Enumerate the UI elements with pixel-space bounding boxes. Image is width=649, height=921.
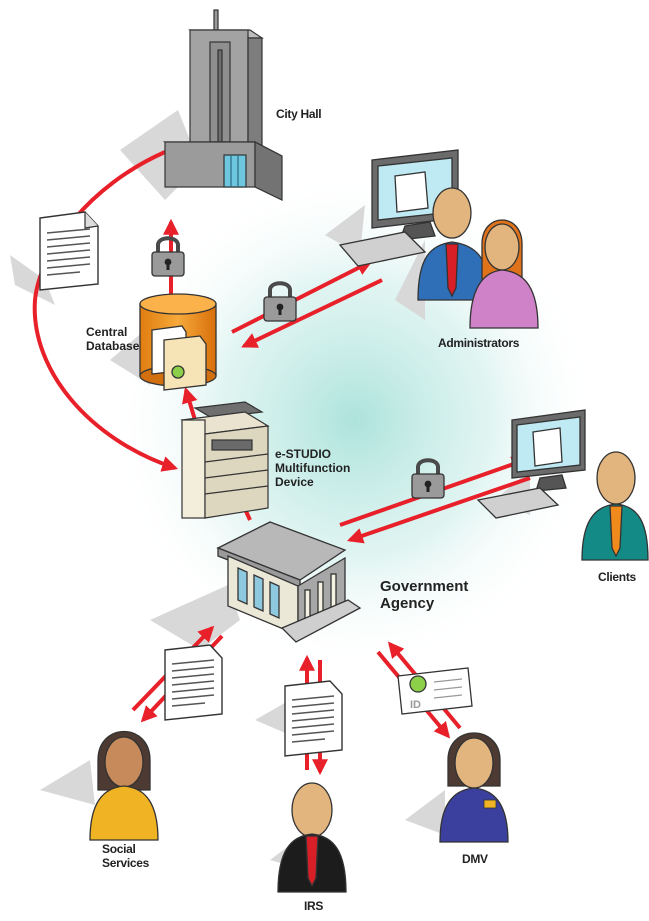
irs-person	[277, 782, 347, 893]
city-hall-building	[162, 9, 283, 201]
administrator-person	[417, 187, 491, 301]
arrow-db-to-admin	[231, 260, 373, 334]
lock-icon	[263, 281, 297, 322]
dmv-label: DMV	[462, 852, 488, 866]
social-services-label: Social Services	[102, 842, 149, 871]
city-hall-label: City Hall	[276, 107, 322, 121]
administrators-label: Administrators	[438, 336, 520, 350]
document-icon	[284, 680, 343, 757]
government-agency-label-line1: Government	[380, 578, 469, 595]
government-agency-label-line2: Agency	[380, 595, 435, 613]
id-card-label: ID	[410, 699, 421, 711]
mfd-label-line2: Multifunction	[275, 460, 351, 475]
clients-label: Clients	[598, 570, 636, 584]
arrow-cityhall-to-mfd	[32, 150, 179, 472]
government-agency-label: Government Agency	[380, 578, 468, 613]
arrow-mfd-to-db	[182, 386, 198, 421]
mfd-label-line1: e-STUDIO	[275, 447, 332, 461]
client-workstation	[476, 409, 586, 519]
dmv-person	[439, 732, 509, 843]
id-card: ID	[397, 667, 473, 715]
lock-icon	[151, 236, 185, 277]
government-agency-building	[216, 521, 362, 643]
administrator-person	[469, 219, 539, 329]
social-services-label-line1: Social	[102, 842, 136, 856]
irs-label: IRS	[304, 899, 324, 913]
document-icon	[39, 211, 99, 291]
central-database-label-line1: Central	[86, 325, 128, 339]
arrow-clients-to-agency	[346, 476, 531, 544]
social-services-person	[89, 730, 159, 841]
central-database-label: Central Database	[86, 325, 140, 354]
mfd-label: e-STUDIO Multifunction Device	[275, 447, 351, 489]
lock-icon	[411, 458, 445, 499]
multifunction-device	[180, 401, 270, 519]
central-database-cylinder	[139, 293, 217, 391]
client-person	[581, 451, 649, 561]
document-icon	[164, 644, 223, 721]
social-services-label-line2: Services	[102, 855, 149, 870]
mfd-label-line3: Device	[275, 474, 314, 489]
central-database-label-line2: Database	[86, 338, 140, 353]
arrow-admin-to-db	[241, 278, 383, 348]
